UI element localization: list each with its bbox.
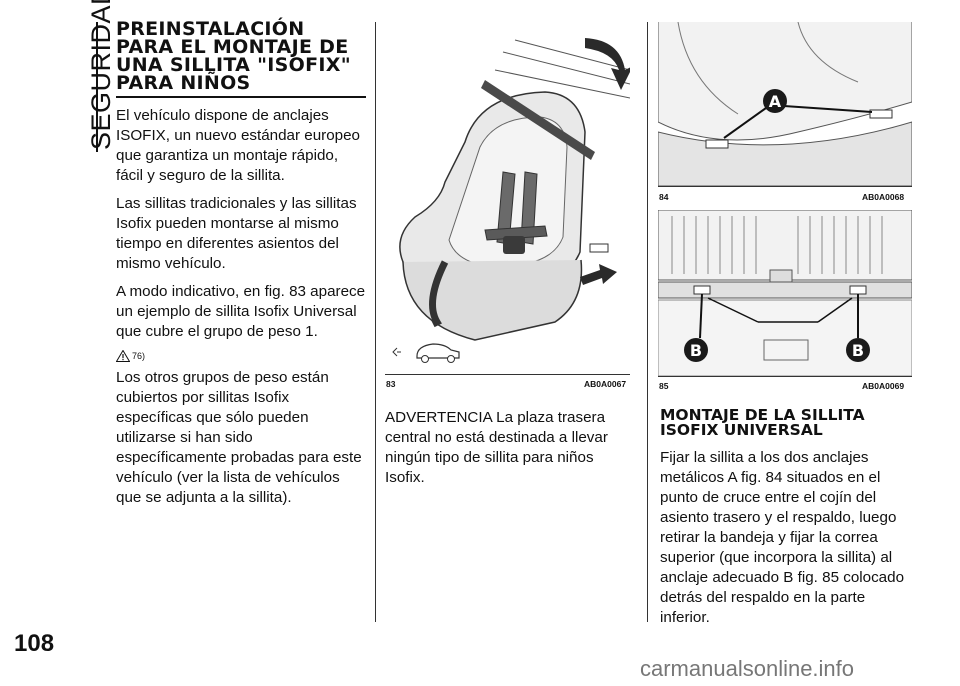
warning-reference: 76) [116,350,366,362]
figure-84-code: AB0A0068 [862,192,905,202]
page-number: 108 [14,630,55,657]
side-divider [96,22,98,152]
figure-83-code: AB0A0067 [584,379,627,389]
marker-a-label: A [769,92,782,111]
watermark: carmanualsonline.info [640,656,855,681]
advertencia-text: ADVERTENCIA La plaza trasera central no … [385,409,608,486]
paragraph-other-groups: Los otros grupos de peso están cubiertos… [116,369,362,506]
figure-85-code: AB0A0069 [862,381,905,391]
isofix-anchors-illustration: A [657,21,913,187]
figure-84-number: 84 [659,192,669,202]
subsection-title: MONTAJE DE LA SILLITA ISOFIX UNIVERSAL [660,406,865,439]
marker-b-right-label: B [852,341,864,360]
section-title: PREINSTALACIÓN PARA EL MONTAJE DE UNA SI… [116,18,351,94]
section-label-text: SEGURIDAD [86,0,116,150]
figure-83-number: 83 [386,379,396,389]
marker-b-left-label: B [690,341,702,360]
paragraph-example: A modo indicativo, en fig. 83 aparece un… [116,283,366,340]
car-side-view-icon [392,343,460,363]
warning-ref-text: 76) [132,351,146,361]
column-1: PREINSTALACIÓN PARA EL MONTAJE DE UNA SI… [116,20,366,516]
section-side-label: SEGURIDAD [52,0,116,160]
top-tether-anchors-illustration: B B [657,209,913,377]
column-divider-2 [647,22,648,622]
child-seat-illustration [392,38,633,363]
paragraph-mounting: Fijar la sillita a los dos anclajes metá… [660,449,905,626]
figure-85-number: 85 [659,381,669,391]
figure-85: B B [657,209,913,377]
figure-83 [385,22,633,375]
column-divider-1 [375,22,376,622]
warning-triangle-icon [116,350,130,362]
figure-84: A [657,21,913,187]
title-underline [116,96,366,98]
paragraph-intro: El vehículo dispone de anclajes ISOFIX, … [116,107,361,184]
column-3: MONTAJE DE LA SILLITA ISOFIX UNIVERSAL F… [660,406,912,636]
column-2: ADVERTENCIA La plaza trasera central no … [385,408,635,496]
paragraph-traditional: Las sillitas tradicionales y las sillita… [116,195,357,272]
